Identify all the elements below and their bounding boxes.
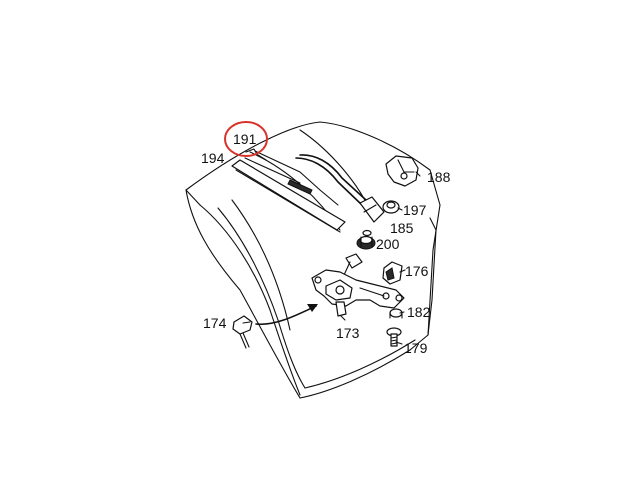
label-191: 191 [233, 131, 257, 147]
leader-lines [242, 154, 437, 345]
wiper-arm [295, 154, 385, 223]
grommet-part [356, 229, 376, 250]
label-176: 176 [405, 263, 429, 279]
bracket-part [382, 261, 403, 285]
label-174: 174 [203, 315, 227, 331]
wiper-motor [311, 253, 405, 317]
label-197: 197 [403, 202, 427, 218]
label-182: 182 [407, 304, 431, 320]
wiper-blade [231, 148, 346, 233]
label-188: 188 [427, 169, 451, 185]
red-ellipse-circle-icon [224, 121, 268, 157]
curved-arrow-icon [255, 304, 318, 326]
label-194: 194 [201, 150, 225, 166]
label-200: 200 [376, 236, 400, 252]
label-173: 173 [336, 325, 360, 341]
label-185: 185 [390, 220, 414, 236]
mount-bolt [232, 315, 253, 349]
nut-part [382, 200, 400, 214]
bolt-part [386, 327, 402, 347]
label-179: 179 [404, 340, 428, 356]
cap-part [385, 155, 419, 187]
